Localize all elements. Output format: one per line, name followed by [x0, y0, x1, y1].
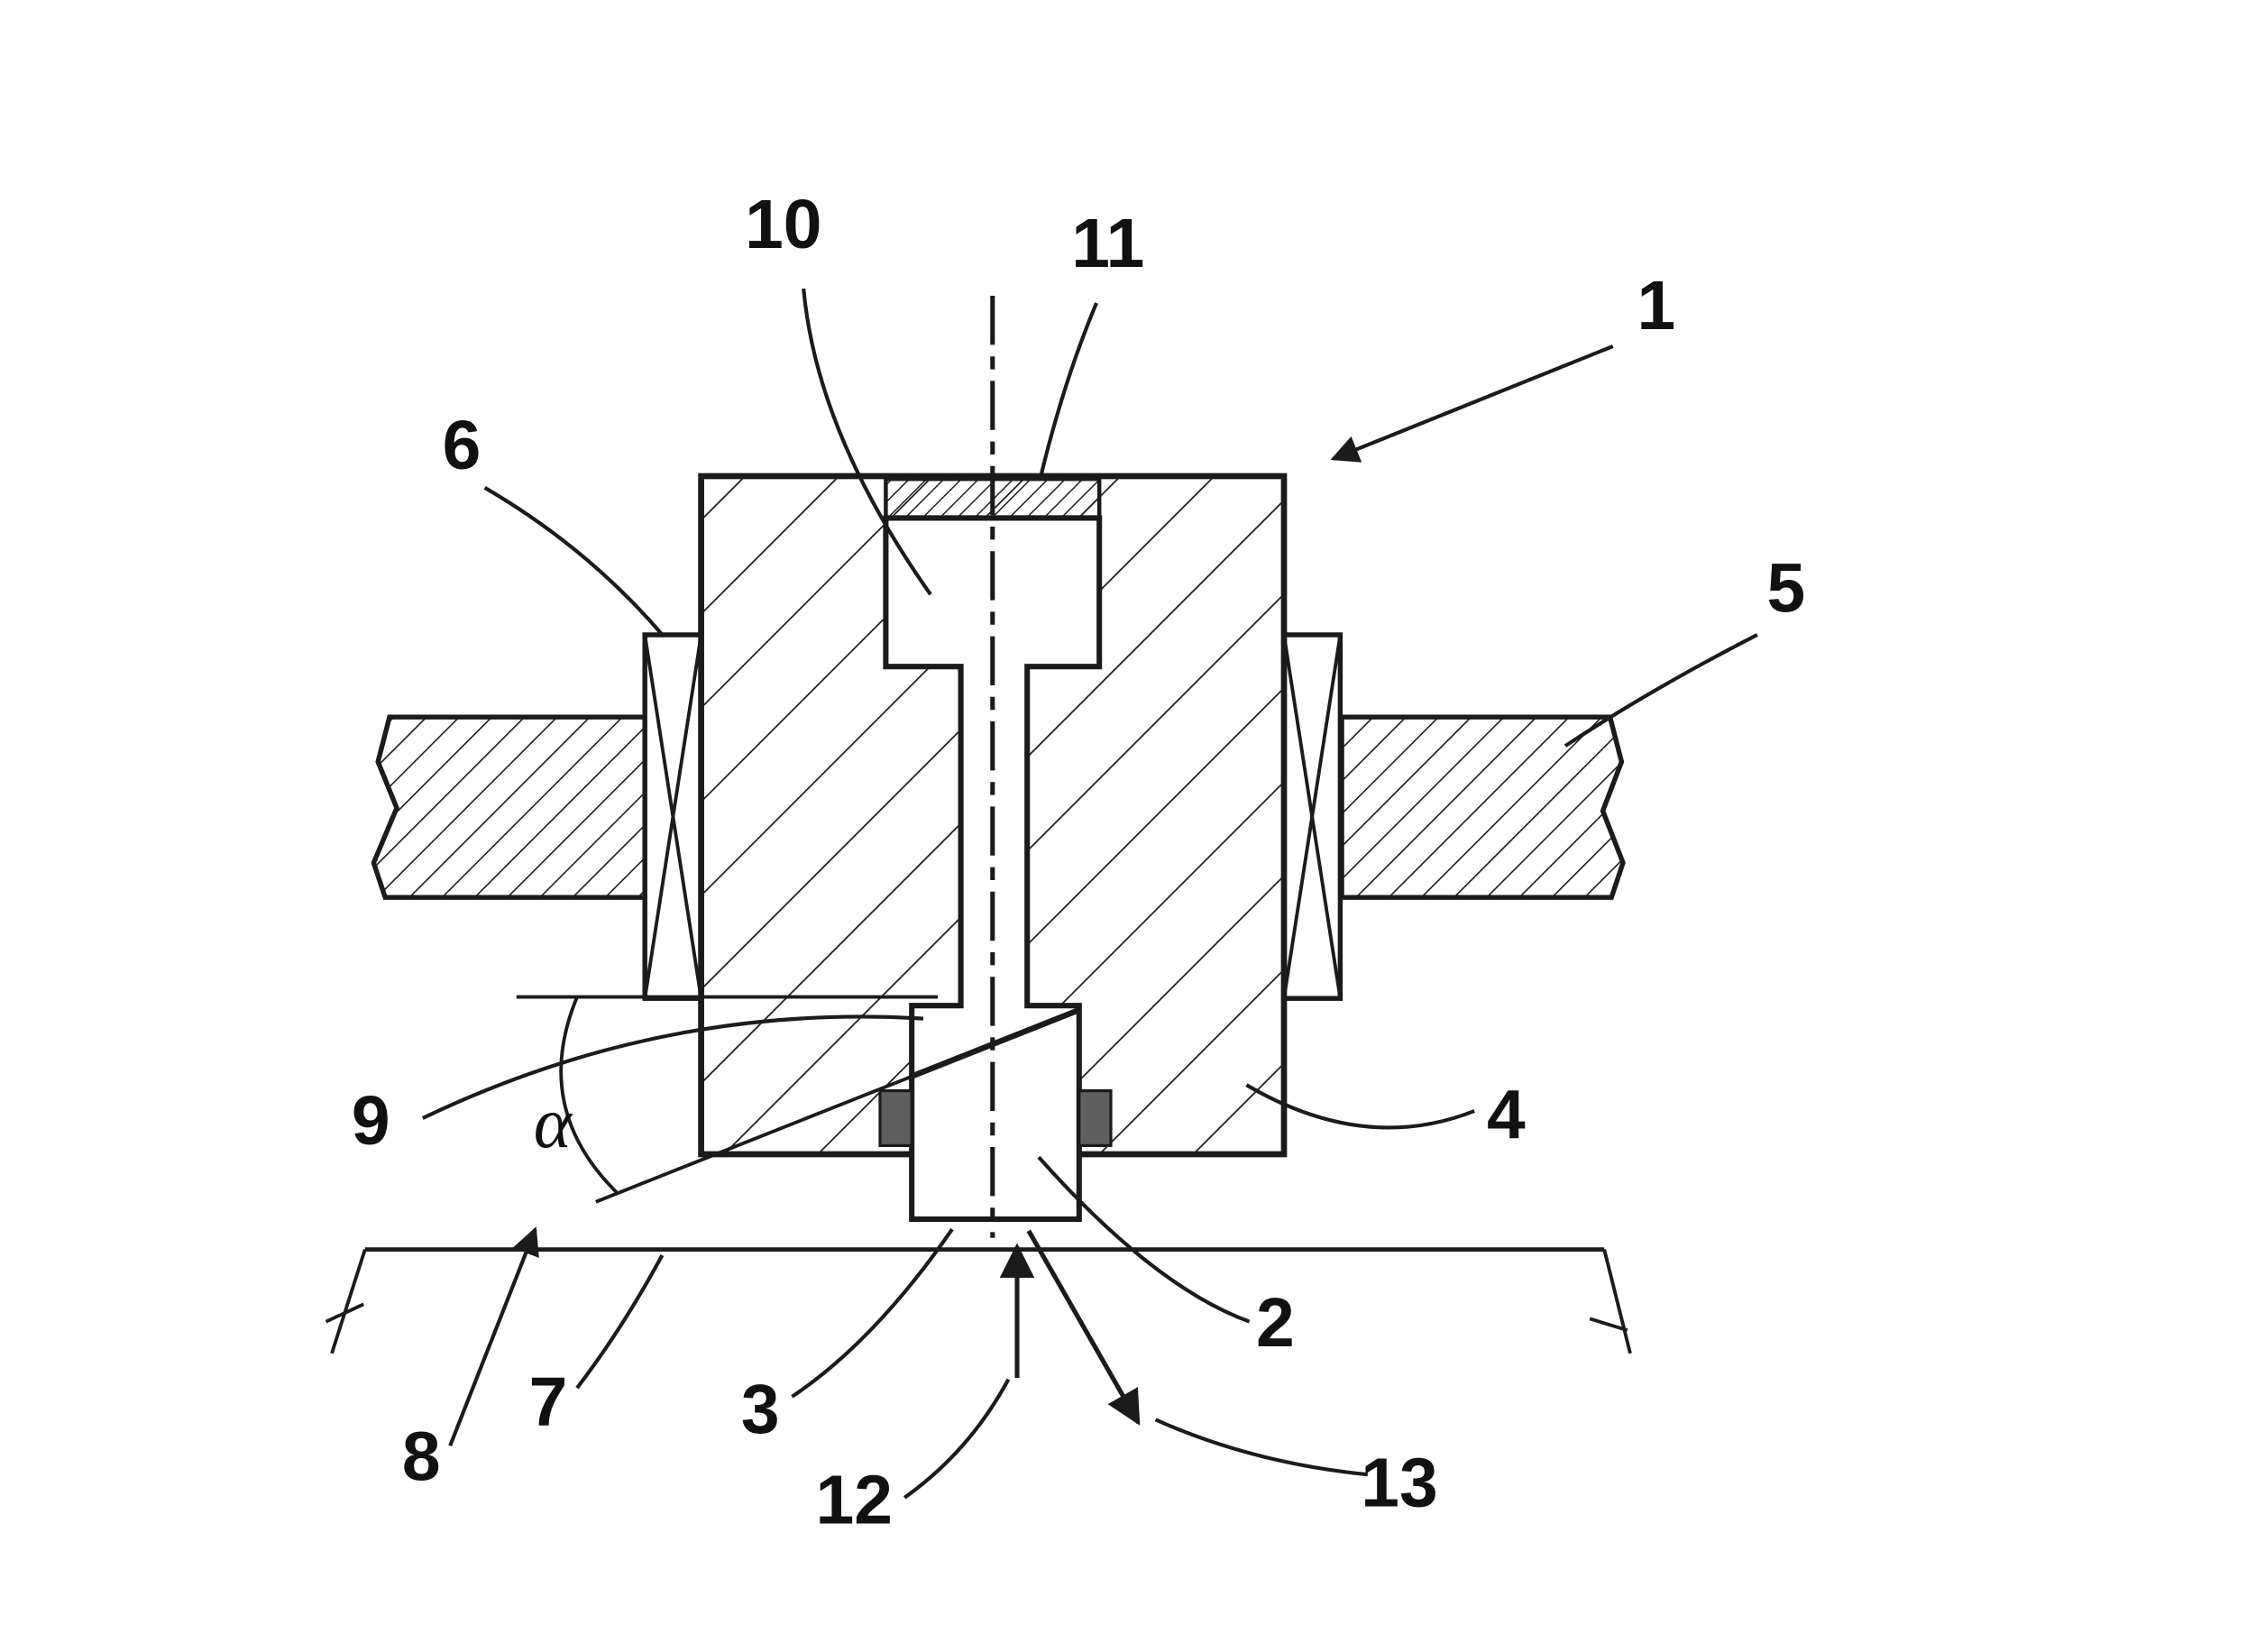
deflected-beam-arrow	[1026, 1229, 1141, 1426]
shaft-left	[371, 714, 647, 900]
bearing-left	[642, 632, 704, 1001]
leader-5	[1563, 633, 1758, 748]
label-6: 6	[443, 407, 481, 484]
angle-arc	[559, 996, 619, 1195]
shaft-right	[1339, 714, 1626, 900]
label-alpha: α	[534, 1084, 573, 1163]
leader-2	[1037, 1155, 1251, 1324]
label-8: 8	[402, 1418, 441, 1496]
label-10: 10	[745, 186, 821, 263]
bearing-left-cross-b	[643, 634, 703, 999]
seal-right	[1077, 1089, 1113, 1147]
leader-1	[1330, 344, 1614, 463]
surface-left-edge	[330, 1249, 367, 1354]
bearing-right-cross-b	[1282, 634, 1343, 999]
leader-6	[483, 486, 665, 638]
leader-11	[1038, 302, 1098, 480]
leader-8	[448, 1226, 539, 1446]
bearing-right	[1281, 632, 1343, 1001]
leader-12	[903, 1378, 1011, 1500]
label-2: 2	[1256, 1284, 1295, 1362]
label-3: 3	[741, 1371, 780, 1448]
leader-4	[1245, 1083, 1475, 1130]
surface-right-edge	[1602, 1249, 1632, 1354]
leader-13	[1154, 1418, 1369, 1477]
surface-left-break-tick	[325, 1302, 365, 1324]
label-5: 5	[1766, 549, 1805, 627]
mirror-surface	[911, 1007, 1080, 1079]
label-11: 11	[1071, 205, 1144, 282]
seal-left	[878, 1089, 913, 1147]
leader-3	[791, 1228, 954, 1399]
label-12: 12	[815, 1462, 892, 1539]
label-7: 7	[529, 1363, 568, 1441]
surface-right-break-tick	[1589, 1317, 1628, 1333]
label-9: 9	[352, 1082, 390, 1160]
label-1: 1	[1637, 267, 1675, 344]
label-4: 4	[1487, 1076, 1526, 1153]
workpiece-surface	[325, 1247, 1632, 1354]
label-13: 13	[1361, 1444, 1437, 1521]
leader-7	[575, 1254, 665, 1390]
leader-10	[802, 288, 932, 596]
leader-9	[421, 1014, 924, 1120]
